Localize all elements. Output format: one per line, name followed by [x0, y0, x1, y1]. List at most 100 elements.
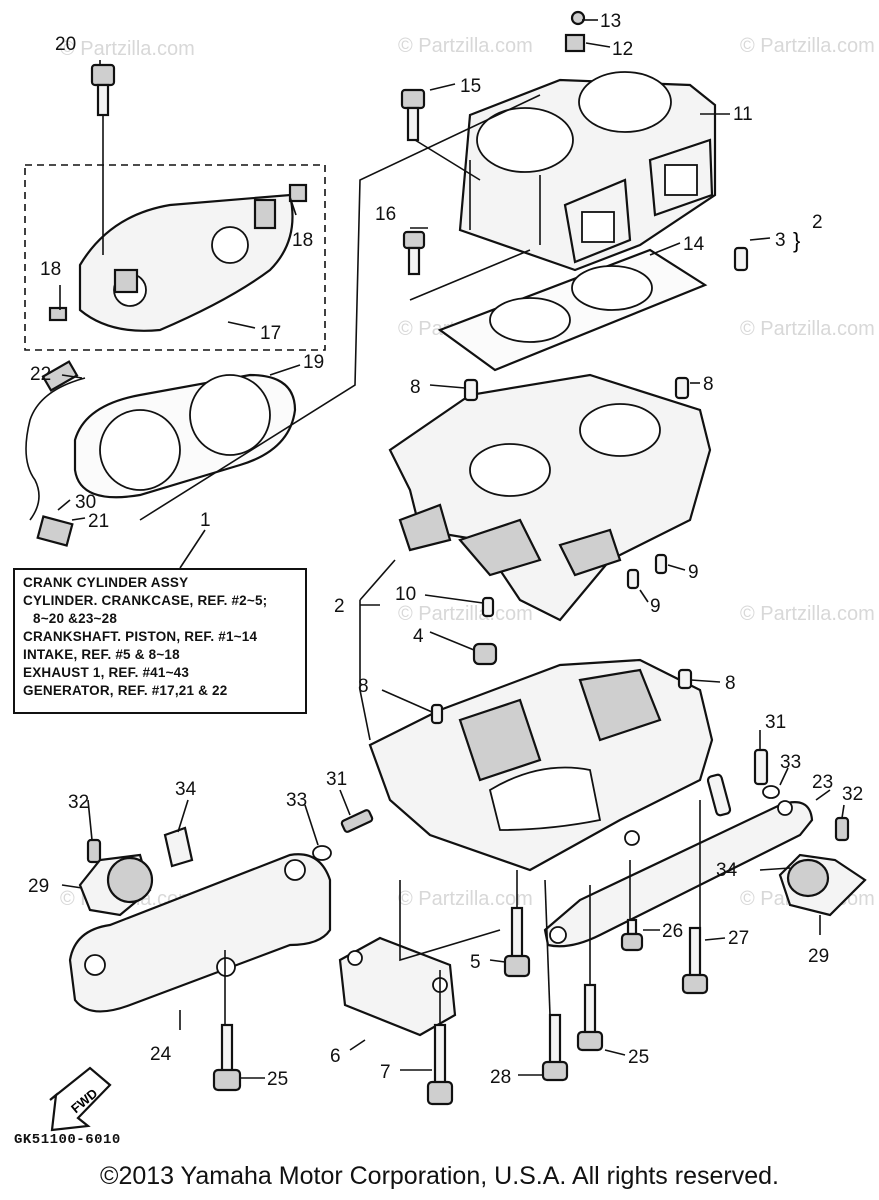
callout-29: 29 — [28, 876, 49, 897]
callout-6: 6 — [330, 1046, 341, 1067]
dowel-pin-part — [677, 668, 693, 690]
callout-8: 8 — [725, 673, 736, 694]
callout-3: 3 — [775, 230, 786, 251]
legend-line: CRANKSHAFT. PISTON, REF. #1~14 — [23, 629, 258, 644]
callout-18: 18 — [40, 259, 61, 280]
callout-30: 30 — [75, 492, 96, 513]
callout-29: 29 — [808, 946, 829, 967]
callout-5: 5 — [470, 952, 481, 973]
watermark: © Partzilla.com — [60, 38, 195, 60]
rubber-damper-part — [78, 853, 154, 917]
callout-28: 28 — [490, 1067, 511, 1088]
engine-mount-right-part — [543, 800, 814, 948]
watermark: © Partzilla.com — [398, 888, 533, 910]
callout-25: 25 — [628, 1047, 649, 1068]
callout-8: 8 — [410, 377, 421, 398]
cylinder-part — [458, 71, 717, 272]
bolt-part — [340, 809, 374, 833]
bolt-part — [753, 748, 769, 786]
callout-31: 31 — [765, 712, 786, 733]
callout-15: 15 — [460, 76, 481, 97]
upper-crankcase-part — [388, 373, 712, 622]
support-bracket-part — [338, 936, 457, 1037]
bolt-part — [681, 926, 709, 995]
callout-numbers: 13 12 15 11 16 14 3 } 2 20 18 18 17 19 2… — [28, 11, 863, 1090]
head-gasket — [73, 373, 297, 499]
callout-12: 12 — [612, 39, 633, 60]
callout-8: 8 — [703, 374, 714, 395]
bearing-part — [472, 642, 498, 666]
bolt-part — [541, 1013, 569, 1082]
cylinder-base-gasket — [437, 248, 708, 372]
callout-19: 19 — [303, 352, 324, 373]
callout-34: 34 — [716, 860, 738, 881]
bolt-part — [503, 906, 531, 978]
leader-lines — [57, 19, 845, 1079]
callout-32: 32 — [68, 792, 89, 813]
watermark: © Partzilla.com — [398, 603, 533, 625]
dowel-pin-part — [733, 246, 749, 272]
bolt-part — [86, 838, 102, 864]
callout-9: 9 — [650, 596, 661, 617]
callout-22: 22 — [30, 364, 51, 385]
legend-line: CYLINDER. CRANKCASE, REF. #2~5; — [23, 593, 268, 608]
callout-10: 10 — [395, 584, 416, 605]
dowel-pin-part — [430, 703, 444, 725]
head-cover-assembly — [24, 164, 326, 351]
dowel-pin-part — [674, 376, 690, 400]
washer-part — [312, 845, 332, 861]
callout-32: 32 — [842, 784, 863, 805]
callout-11: 11 — [733, 104, 753, 125]
bolt-part — [620, 918, 644, 952]
callout-13: 13 — [600, 11, 621, 32]
clip-part — [706, 773, 732, 817]
callout-2: 2 — [334, 596, 345, 617]
callout-8: 8 — [358, 676, 369, 697]
dowel-pin-part — [481, 596, 495, 618]
bracket-glyph: } — [793, 228, 800, 253]
dowel-pin-part — [626, 568, 640, 590]
bolt-part — [834, 816, 850, 842]
callout-16: 16 — [375, 204, 396, 225]
bolt-part — [90, 63, 116, 117]
legend-line: 8~20 &23~28 — [33, 611, 118, 626]
watermark: © Partzilla.com — [740, 35, 875, 57]
callout-31: 31 — [326, 769, 347, 790]
callout-1: 1 — [200, 510, 211, 531]
callout-33: 33 — [780, 752, 801, 773]
bolt-part — [576, 983, 604, 1052]
callout-21: 21 — [88, 511, 109, 532]
clip-part — [163, 826, 194, 868]
sensor-wire-part — [25, 360, 86, 547]
legend-line: INTAKE, REF. #5 & 8~18 — [23, 647, 180, 662]
callout-20: 20 — [55, 34, 76, 55]
callout-26: 26 — [662, 921, 683, 942]
bolt-part — [212, 1023, 242, 1092]
callout-34: 34 — [175, 779, 197, 800]
callout-23: 23 — [812, 772, 833, 793]
copyright-notice: ©2013 Yamaha Motor Corporation, U.S.A. A… — [100, 1162, 779, 1190]
washer-part — [762, 785, 780, 799]
dowel-pin-part — [463, 378, 479, 402]
callout-9: 9 — [688, 562, 699, 583]
callout-27: 27 — [728, 928, 749, 949]
callout-25: 25 — [267, 1069, 288, 1090]
watermark: © Partzilla.com — [740, 603, 875, 625]
diagram-code: GK51100-6010 — [14, 1132, 121, 1148]
callout-18: 18 — [292, 230, 313, 251]
callout-2: 2 — [812, 212, 823, 233]
callout-7: 7 — [380, 1062, 391, 1083]
lower-crankcase-part — [368, 658, 714, 872]
clip-part — [564, 10, 586, 53]
legend-line: EXHAUST 1, REF. #41~43 — [23, 665, 190, 680]
dowel-pin-part — [654, 553, 668, 575]
assembly-reference-legend: CRANK CYLINDER ASSY CYLINDER. CRANKCASE,… — [13, 568, 307, 714]
legend-line: GENERATOR, REF. #17,21 & 22 — [23, 683, 228, 698]
bolt-part — [426, 1023, 454, 1106]
watermark: © Partzilla.com — [398, 35, 533, 57]
callout-24: 24 — [150, 1044, 172, 1065]
watermark: © Partzilla.com — [740, 318, 875, 340]
engine-mount-left-part — [68, 853, 332, 1013]
bolt-part — [400, 88, 426, 276]
